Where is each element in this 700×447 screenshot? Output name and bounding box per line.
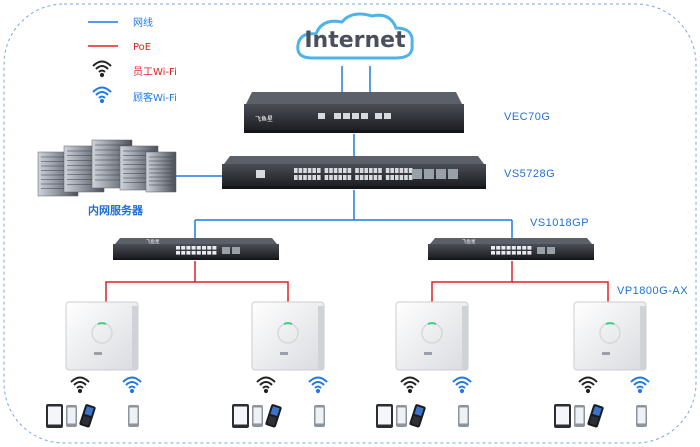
internet-cloud: Internet (296, 12, 414, 60)
client-devices (232, 403, 325, 429)
access-switch-model-label: VS1018GP (530, 217, 589, 229)
pos-terminal-icon (408, 403, 427, 429)
tablet-icon (554, 404, 571, 428)
phone-icon (574, 405, 585, 427)
servers-label: 内网服务器 (88, 203, 144, 217)
client-devices (554, 403, 647, 429)
legend-poe-label: PoE (133, 42, 151, 53)
link-core-access (194, 190, 513, 238)
access-switch-right-brand: 飞鱼星 (462, 238, 476, 245)
diagram-frame (3, 3, 697, 444)
access-point (573, 301, 647, 371)
gateway-ports (318, 113, 391, 119)
access-switch-ports (491, 246, 555, 255)
pos-terminal-icon (78, 403, 97, 429)
legend-guest-wifi-icon (92, 86, 112, 104)
ap-model-label: VP1800G-AX (617, 285, 688, 297)
core-switch-sfp (412, 169, 458, 179)
tablet-icon (376, 404, 393, 428)
guest-wifi-icon (452, 376, 472, 394)
access-switch-ports (176, 246, 240, 255)
guest-wifi-icon (630, 376, 650, 394)
phone-icon (636, 405, 647, 427)
access-point (251, 301, 325, 371)
core-switch-ports (294, 168, 413, 180)
staff-wifi-icon (256, 376, 276, 394)
client-devices (46, 403, 139, 429)
tablet-icon (46, 404, 63, 428)
legend-staff-wifi-label: 员工Wi-Fi (133, 66, 177, 78)
legend-wired-label: 网线 (133, 16, 153, 29)
phone-icon (396, 405, 407, 427)
guest-wifi-icon (308, 376, 328, 394)
phone-icon (458, 405, 469, 427)
access-switch-left-brand: 飞鱼星 (146, 238, 160, 245)
staff-wifi-icon (400, 376, 420, 394)
staff-wifi-icon (70, 376, 90, 394)
gateway-device: 飞鱼星 (244, 92, 464, 133)
phone-icon (128, 405, 139, 427)
poe-links (105, 261, 609, 302)
phone-icon (314, 405, 325, 427)
server-rack (145, 151, 177, 193)
access-point (65, 301, 139, 371)
legend: 网线 PoE 员工Wi-Fi 顾客Wi-Fi (88, 16, 177, 104)
access-switch-left: 飞鱼星 (113, 238, 279, 260)
client-devices (376, 403, 469, 429)
pos-terminal-icon (586, 403, 605, 429)
core-switch-device (222, 156, 486, 189)
legend-guest-wifi-label: 顾客Wi-Fi (133, 91, 177, 104)
gateway-brand: 飞鱼星 (255, 115, 273, 123)
phone-icon (252, 405, 263, 427)
pos-terminal-icon (264, 403, 283, 429)
guest-wifi-icon (122, 376, 142, 394)
gateway-model-label: VEC70G (504, 111, 550, 123)
legend-staff-wifi-icon (92, 60, 112, 78)
access-switch-right: 飞鱼星 (428, 238, 594, 260)
core-switch-model-label: VS5728G (504, 168, 555, 180)
tablet-icon (232, 404, 249, 428)
phone-icon (66, 405, 77, 427)
intranet-servers (37, 139, 177, 197)
ap-layer (46, 301, 650, 429)
access-point (395, 301, 469, 371)
internet-label: Internet (304, 28, 406, 53)
staff-wifi-icon (578, 376, 598, 394)
